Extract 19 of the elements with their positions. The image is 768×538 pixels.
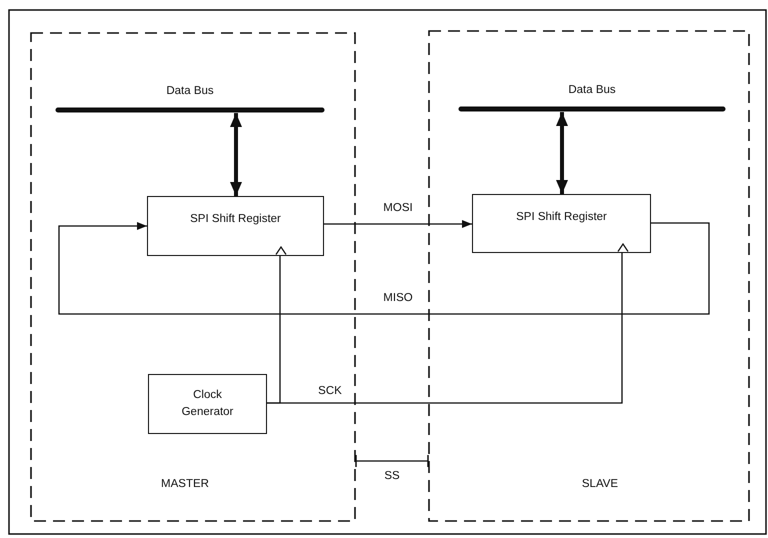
edge-label: MISO [381,292,415,304]
arrow [556,112,568,194]
shift-register-box [472,194,651,253]
bus-label: Data Bus [165,85,215,97]
arrow [324,220,472,228]
clock-generator-box [148,374,267,434]
region-label: SLAVE [580,478,620,490]
arrow [230,113,242,196]
shift-register-box [147,196,324,256]
box-label: SPI Shift Register [190,212,281,228]
edge-label: SCK [316,385,344,397]
region-label: MASTER [160,478,210,490]
arrow [58,222,710,315]
edge-label: MOSI [381,202,415,214]
box-label: Clock Generator [180,388,234,420]
box-label: SPI Shift Register [516,210,607,225]
edge-label: SS [382,470,402,482]
bus-label: Data Bus [567,84,617,96]
signal-line [355,454,429,468]
